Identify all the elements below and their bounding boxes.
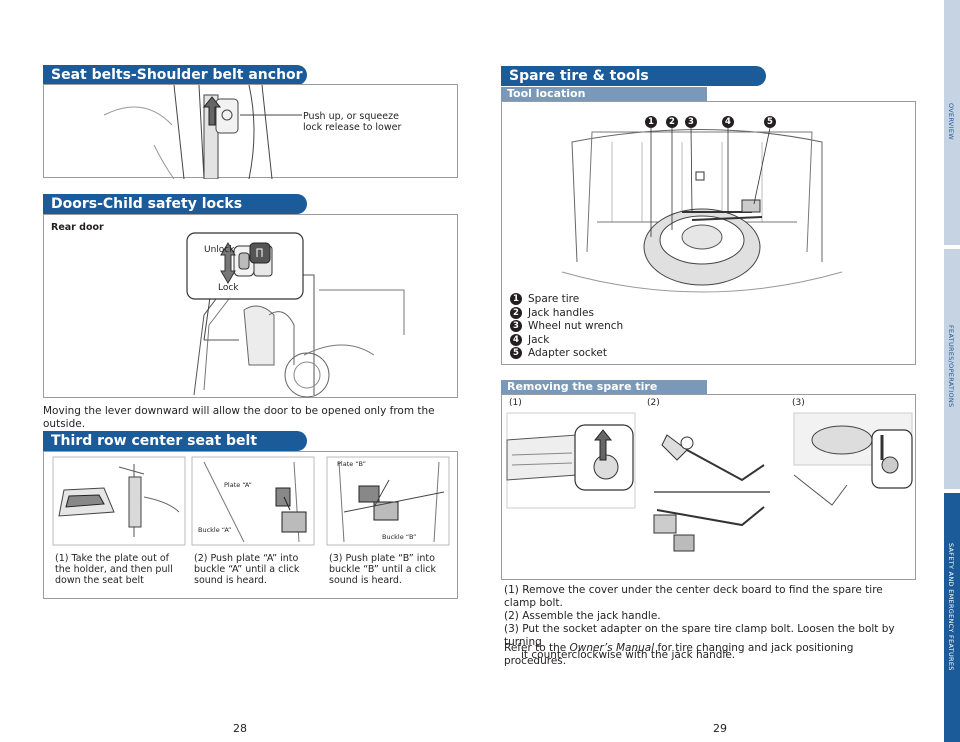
marker-2: 2 — [666, 116, 678, 128]
step-2-line-1: (2) Push plate “A” into — [194, 553, 299, 564]
legend-item-2: 2 Jack handles — [510, 306, 710, 321]
marker-4: 4 — [722, 116, 734, 128]
side-tab-overview[interactable]: OVERVIEW — [944, 0, 960, 245]
refer-suffix: for tire changing and jack positioning p… — [504, 642, 854, 667]
side-tab-safety-emergency[interactable]: SAFETY AND EMERGENCY FEATURES — [944, 493, 960, 742]
tool-location-title: Tool location — [501, 87, 707, 101]
rear-door-label: Rear door — [51, 222, 104, 233]
legend-label-2: Jack handles — [528, 306, 594, 319]
buckle-b-label: Buckle “B” — [382, 533, 417, 541]
side-tab-features-operations[interactable]: FEATURES/OPERATIONS — [944, 249, 960, 489]
third-row-panel: Plate “A” Buckle “A” Plate “B” Buckle “B… — [43, 451, 458, 599]
third-row-title: Third row center seat belt — [43, 431, 307, 451]
child-locks-panel: Rear door Unlock Lock — [43, 214, 458, 398]
legend-item-4: 4 Jack — [510, 333, 710, 348]
legend-badge-4: 4 — [510, 333, 522, 346]
third-row-step-1: (1) Take the plate out of the holder, an… — [55, 553, 187, 586]
legend-label-3: Wheel nut wrench — [528, 320, 624, 332]
legend-badge-2: 2 — [510, 306, 522, 319]
third-row-step-3: (3) Push plate “B” into buckle “B” until… — [329, 553, 457, 586]
instruction-1: (1) Remove the cover under the center de… — [504, 584, 883, 609]
side-tab-safety-label: SAFETY AND EMERGENCY FEATURES — [947, 543, 955, 671]
legend-label-5: Adapter socket — [528, 347, 607, 359]
third-row-step-2: (2) Push plate “A” into buckle “A” until… — [194, 553, 326, 586]
removing-spare-panel: (1) (2) (3) — [501, 394, 916, 580]
owners-manual-title: Owner’s Manual — [569, 642, 655, 654]
page-number-left: 28 — [233, 722, 247, 735]
marker-1: 1 — [645, 116, 657, 128]
tool-legend: 1 Spare tire 2 Jack handles 3 Wheel nut wre… — [510, 293, 710, 361]
child-locks-caption: Moving the lever downward will allow the… — [43, 405, 435, 430]
legend-label-1: Spare tire — [528, 293, 580, 305]
step-2-line-2: buckle “A” until a click — [194, 564, 300, 575]
rear-door-illustration — [186, 232, 405, 398]
removing-spare-illustration — [506, 412, 913, 552]
marker-3: 3 — [685, 116, 697, 128]
unlock-label: Unlock — [204, 245, 235, 255]
legend-badge-1: 1 — [510, 293, 522, 305]
plate-a-label: Plate “A” — [224, 481, 252, 489]
step-1-line-2: the holder, and then pull — [55, 564, 173, 575]
callout-line-2: lock release to lower — [303, 122, 402, 133]
removing-instructions: (1) Remove the cover under the center de… — [504, 584, 914, 662]
third-row-illustration — [52, 456, 450, 546]
seat-belts-title: Seat belts-Shoulder belt anchor — [43, 65, 307, 85]
callout-line-1: Push up, or squeeze — [303, 111, 399, 122]
trunk-tool-illustration — [561, 129, 843, 293]
marker-5: 5 — [764, 116, 776, 128]
step-1-line-3: down the seat belt — [55, 575, 144, 586]
page-number-right: 29 — [713, 722, 727, 735]
seat-belt-anchor-panel: Push up, or squeeze lock release to lowe… — [43, 84, 458, 179]
marker-leader-lines — [650, 127, 771, 237]
child-locks-title: Doors-Child safety locks — [43, 194, 307, 214]
instruction-3-continued: it counterclockwise with the jack handle… — [521, 649, 736, 661]
step-3-line-2: buckle “B” until a click — [329, 564, 436, 575]
refer-prefix: Refer to the — [504, 642, 570, 654]
legend-label-4: Jack — [528, 333, 550, 346]
instruction-2: (2) Assemble the jack handle. — [504, 610, 661, 622]
step-3-line-1: (3) Push plate “B” into — [329, 553, 435, 564]
plate-b-label: Plate “B” — [337, 460, 366, 468]
step-1-line-1: (1) Take the plate out of — [55, 553, 169, 564]
step-3-line-3: sound is heard. — [329, 575, 402, 586]
seat-belt-anchor-illustration — [103, 85, 302, 179]
refer-owners-manual: Refer to the Owner’s Manual for tire cha… — [504, 642, 914, 668]
legend-item-3: 3 Wheel nut wrench — [510, 320, 710, 334]
shoulder-anchor-callout: Push up, or squeeze lock release to lowe… — [303, 111, 443, 133]
step-label-3: (3) — [792, 398, 805, 408]
legend-badge-5: 5 — [510, 347, 522, 359]
instruction-3: (3) Put the socket adapter on the spare … — [504, 623, 895, 648]
side-tab-features-label: FEATURES/OPERATIONS — [947, 325, 955, 408]
legend-item-1: 1 Spare tire — [510, 293, 710, 307]
legend-badge-3: 3 — [510, 320, 522, 332]
step-2-line-3: sound is heard. — [194, 575, 267, 586]
legend-item-5: 5 Adapter socket — [510, 347, 710, 361]
buckle-a-label: Buckle “A” — [198, 526, 232, 534]
step-label-2: (2) — [647, 398, 660, 408]
lock-label: Lock — [218, 283, 239, 293]
step-label-1: (1) — [509, 398, 522, 408]
spare-tire-title: Spare tire & tools — [501, 66, 766, 86]
removing-spare-title: Removing the spare tire — [501, 380, 707, 394]
side-tab-overview-label: OVERVIEW — [947, 103, 955, 141]
